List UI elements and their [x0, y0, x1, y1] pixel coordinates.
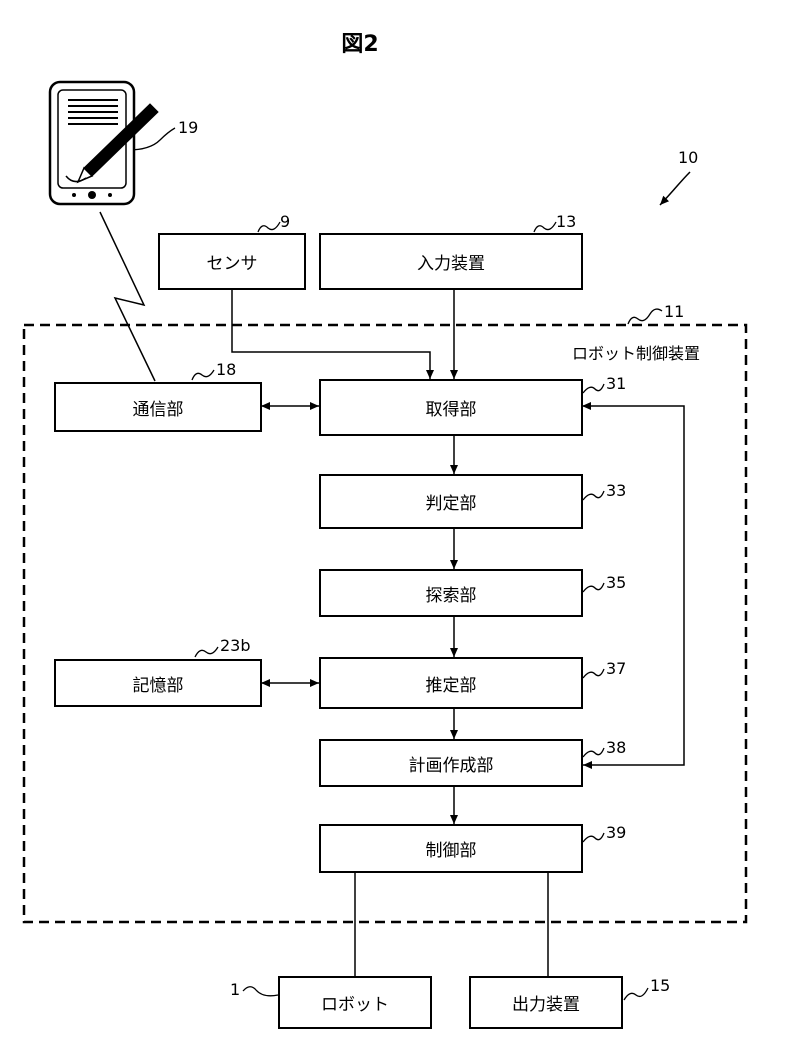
leader-31	[583, 384, 604, 393]
leader-38	[583, 748, 604, 757]
arrow-feedback-loop	[583, 406, 684, 765]
acquisition-unit-block: 取得部	[319, 379, 583, 436]
ref-10: 10	[678, 148, 698, 167]
leader-33	[583, 491, 604, 500]
leader-13	[534, 222, 556, 232]
leader-9	[258, 222, 280, 232]
leader-15	[624, 988, 648, 1000]
output-device-block: 出力装置	[469, 976, 623, 1029]
ref-9: 9	[280, 212, 290, 231]
judgment-unit-block: 判定部	[319, 474, 583, 529]
mobile-terminal-icon	[50, 82, 158, 204]
leader-18	[192, 370, 214, 380]
ref-38: 38	[606, 738, 626, 757]
leader-23b	[195, 647, 218, 657]
leader-37	[583, 669, 604, 678]
controller-label: ロボット制御装置	[572, 340, 700, 364]
robot-block: ロボット	[278, 976, 432, 1029]
ref-18: 18	[216, 360, 236, 379]
ref-1: 1	[230, 980, 240, 999]
ref-39: 39	[606, 823, 626, 842]
estimation-unit-block: 推定部	[319, 657, 583, 709]
ref-31: 31	[606, 374, 626, 393]
search-unit-block: 探索部	[319, 569, 583, 617]
arrow-sensor-to-acquisition	[232, 290, 430, 379]
ref-23b: 23b	[220, 636, 251, 655]
ref-13: 13	[556, 212, 576, 231]
storage-unit-block: 記憶部	[54, 659, 262, 707]
leader-11	[628, 309, 662, 324]
figure-title: 図2	[320, 26, 400, 58]
ref-11: 11	[664, 302, 684, 321]
leader-35	[583, 583, 604, 592]
ref-15: 15	[650, 976, 670, 995]
ref-33: 33	[606, 481, 626, 500]
control-unit-block: 制御部	[319, 824, 583, 873]
system-ref-pointer	[660, 172, 690, 205]
leader-39	[583, 833, 604, 842]
plan-creation-unit-block: 計画作成部	[319, 739, 583, 787]
ref-35: 35	[606, 573, 626, 592]
sensor-block: センサ	[158, 233, 306, 290]
ref-19: 19	[178, 118, 198, 137]
input-device-block: 入力装置	[319, 233, 583, 290]
wireless-link	[100, 212, 155, 381]
leader-1	[243, 987, 278, 996]
ref-37: 37	[606, 659, 626, 678]
comm-unit-block: 通信部	[54, 382, 262, 432]
